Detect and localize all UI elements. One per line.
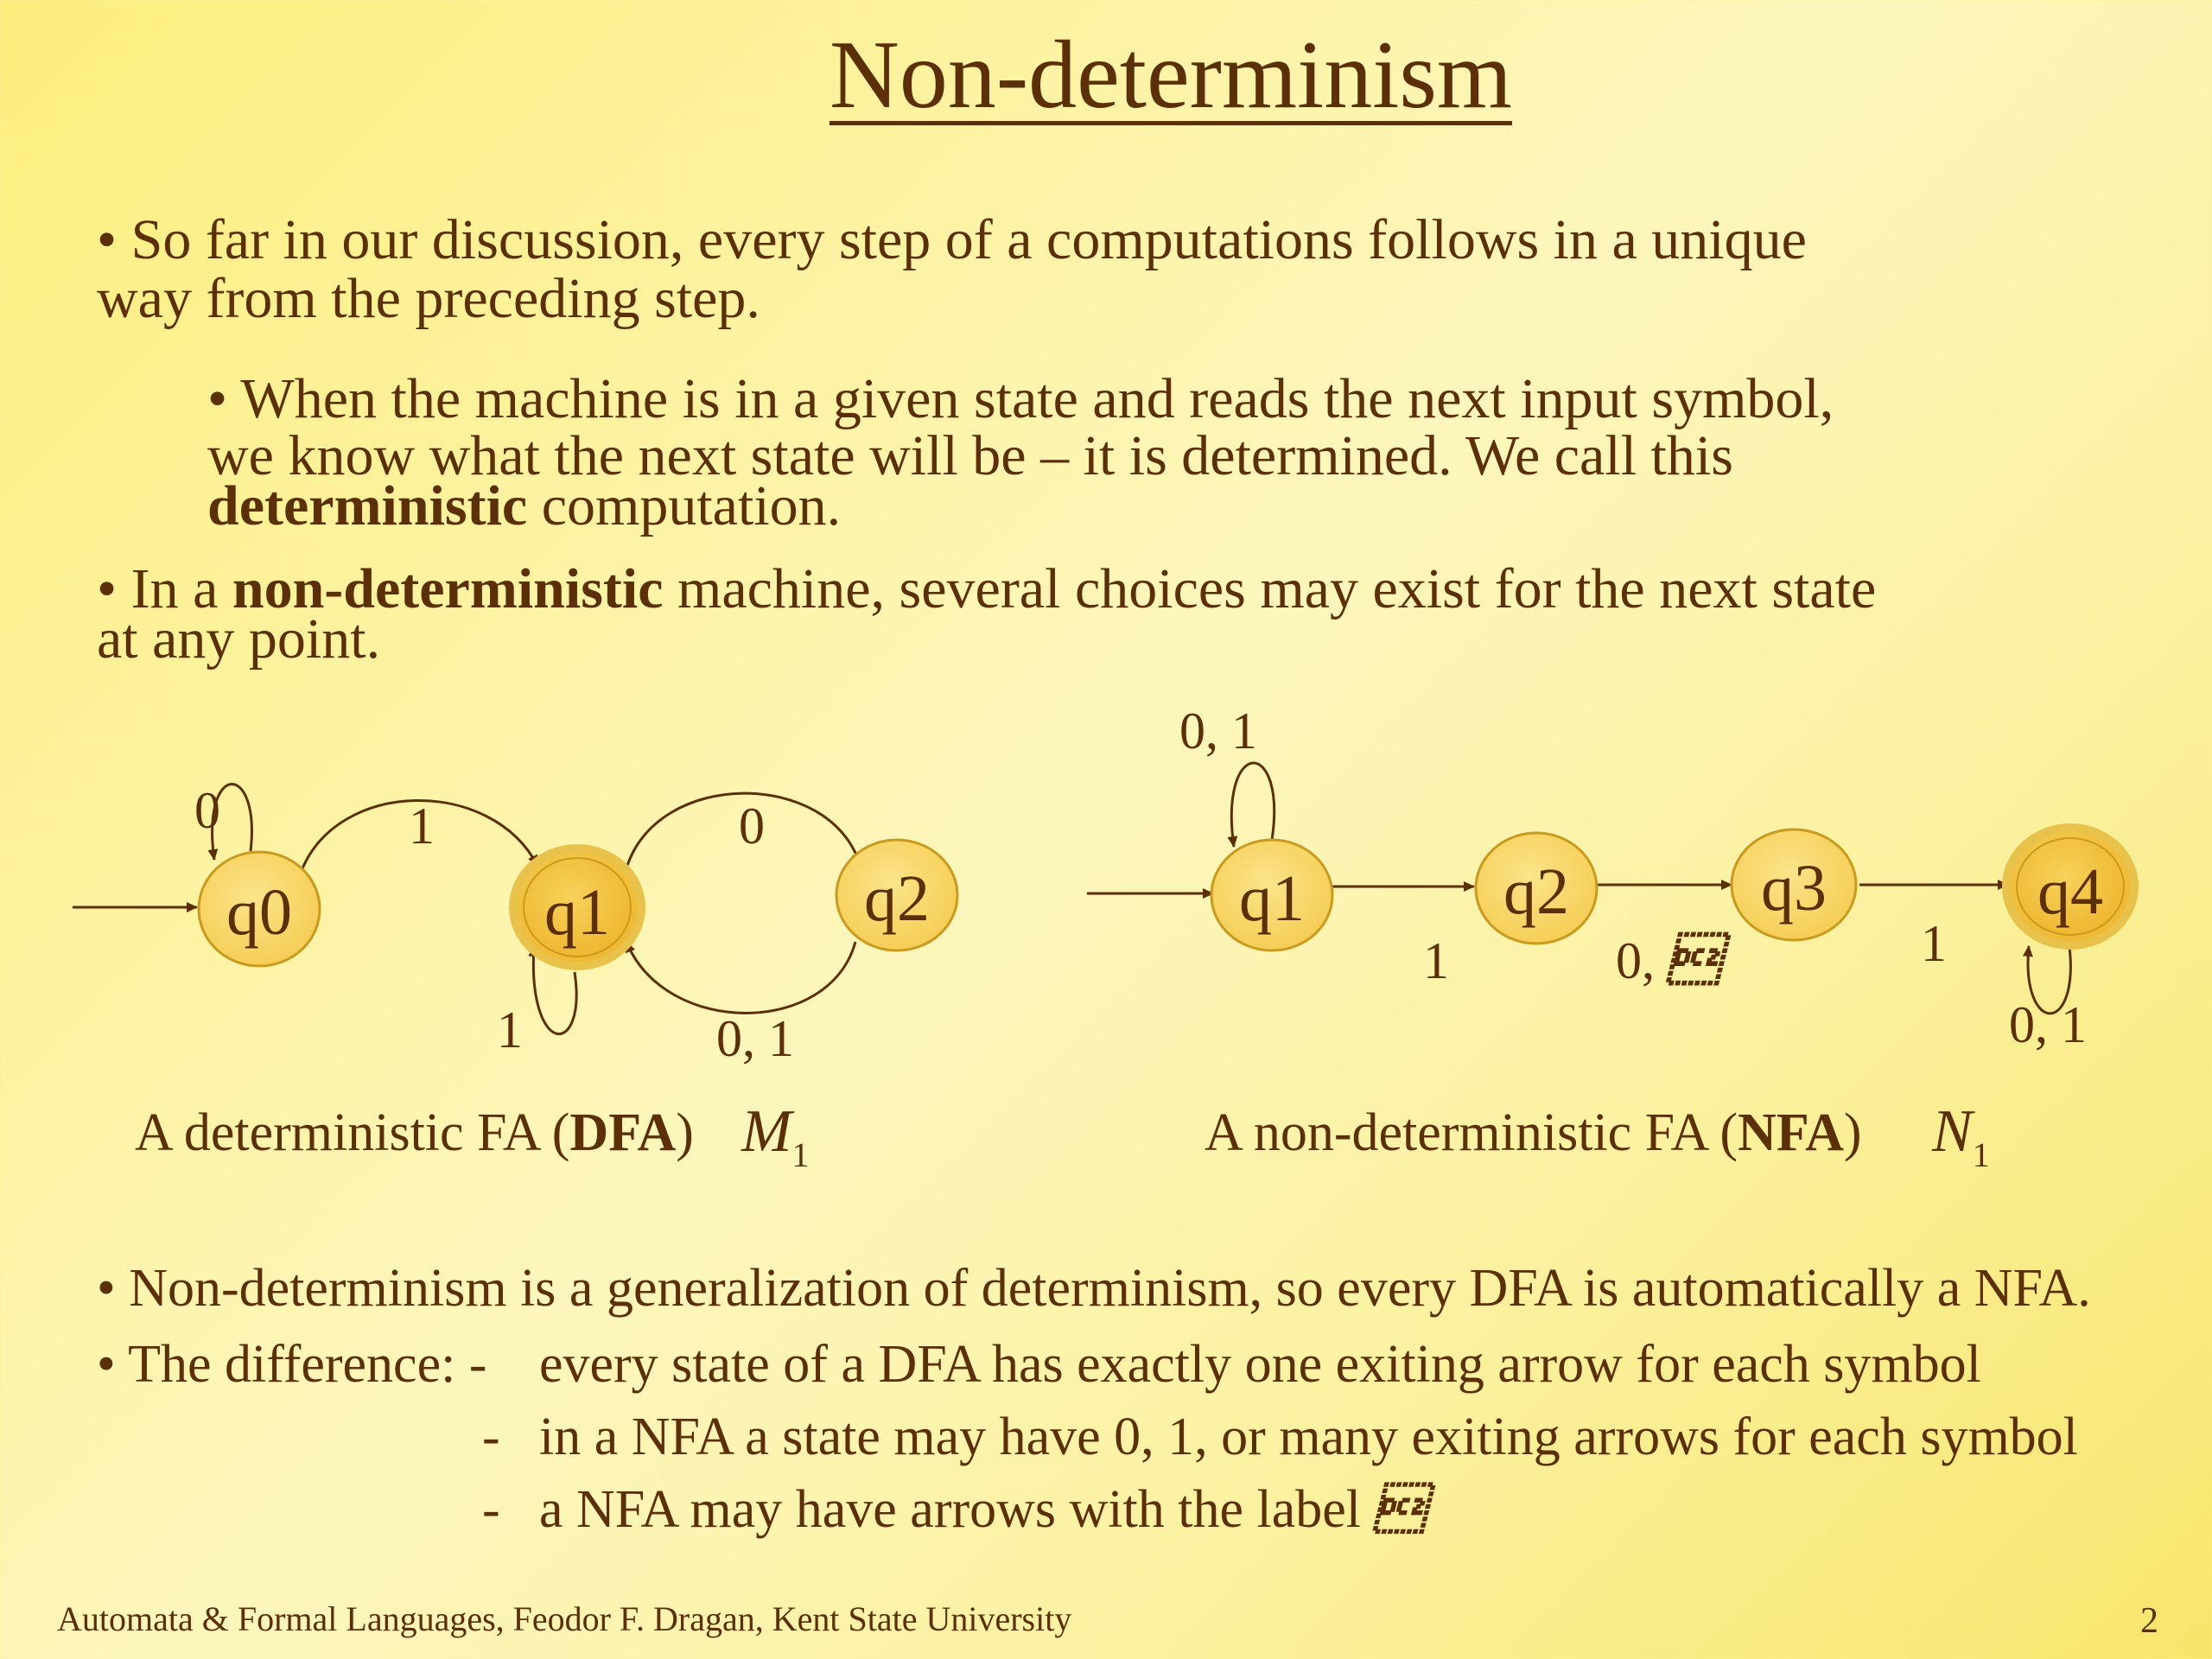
bullet-1-line-1: • So far in our discussion, every step o… [97, 208, 1807, 271]
sub-bullet-line-3: deterministic computation. [207, 477, 841, 536]
dfa-caption-pre: A deterministic FA ( [135, 1103, 570, 1162]
nfa-caption-pre: A non-deterministic FA ( [1205, 1103, 1738, 1162]
nfa-state-q4 [2016, 837, 2125, 936]
footer-credit: Automata & Formal Languages, Feodor F. D… [57, 1599, 1072, 1638]
dfa-machine-name: M1 [741, 1097, 809, 1175]
bullet-5-lead: • The difference: - [97, 1335, 487, 1394]
nfa-q4-self-loop [2022, 939, 2072, 1015]
nfa-label-epsilon-symbol:  [1665, 931, 1732, 989]
difference-item-1: every state of a DFA has exactly one exi… [539, 1335, 1981, 1394]
page-number: 2 [2140, 1601, 2158, 1641]
nfa-machine-name: N1 [1932, 1097, 1990, 1175]
nfa-state-q4-label: q4 [2037, 855, 2103, 928]
dfa-diagram: q0 q1 q2 0 1 0 1 0, 1 [73, 782, 959, 1067]
dfa-edge-q1-q2 [625, 791, 862, 869]
bullet-3-post: machine, several choices may exist for t… [663, 557, 1877, 620]
dfa-state-q1-label: q1 [544, 876, 610, 949]
dfa-edge-q2-q1 [625, 941, 857, 1014]
dfa-label-q1-loop: 1 [497, 1001, 523, 1058]
dfa-q0-self-loop [207, 783, 253, 861]
difference-item-3: a NFA may have arrows with the label  [539, 1479, 1424, 1541]
nfa-diagram: q1 q2 q3 q4 0, 1 1 0,  1 0, 1 [1087, 702, 2139, 1053]
nfa-machine-letter: N [1932, 1098, 1973, 1165]
dfa-caption-post: ) [676, 1103, 694, 1162]
sub-bullet-line-2: we know what the next state will be – it… [207, 424, 1733, 487]
dfa-machine-letter: M [741, 1098, 792, 1165]
dfa-state-q0 [197, 850, 321, 968]
nfa-label-q1-loop: 0, 1 [1179, 702, 1257, 760]
difference-item-2: in a NFA a state may have 0, 1, or many … [539, 1408, 2078, 1466]
nfa-caption-post: ) [1843, 1103, 1862, 1162]
nfa-label-q1-q2: 1 [1423, 932, 1449, 989]
nfa-label-q2-q3-pre: 0, [1616, 932, 1668, 989]
nfa-label-q2-q3: 0,  [1616, 931, 1732, 989]
nfa-state-q2 [1474, 831, 1599, 945]
epsilon-symbol:  [1374, 1482, 1425, 1538]
dfa-label-q0-loop: 0 [194, 782, 220, 839]
dfa-label-q2-q1: 0, 1 [716, 1010, 794, 1067]
nfa-state-q1-label: q1 [1239, 862, 1305, 935]
nfa-q1-self-loop [1227, 761, 1276, 848]
page-title: Non-determinism [0, 19, 2212, 131]
dfa-edge-q0-q1 [299, 799, 539, 874]
nfa-state-q1 [1210, 838, 1334, 952]
sub-bullet-line-3-rest: computation. [527, 474, 842, 537]
dfa-state-q2-label: q2 [864, 862, 930, 935]
bullet-3-line-1: • In a non-deterministic machine, severa… [97, 560, 1876, 619]
dfa-caption: A deterministic FA (DFA) [135, 1103, 694, 1164]
difference-dash-2: - [482, 1408, 500, 1466]
dfa-q1-self-loop [528, 945, 578, 1035]
nfa-caption-bold: NFA [1738, 1103, 1844, 1162]
difference-dash-3: - [482, 1480, 500, 1539]
dfa-label-q1-q2: 0 [739, 798, 765, 855]
bullet-1-line-2: way from the preceding step. [97, 267, 760, 330]
page-title-text: Non-determinism [829, 22, 1513, 129]
nfa-state-q3 [1730, 828, 1858, 942]
dfa-state-q0-label: q0 [226, 876, 292, 949]
dfa-state-q2 [835, 838, 959, 952]
sub-bullet-line-1: • When the machine is in a given state a… [207, 367, 1834, 430]
nfa-label-q3-q4: 1 [1921, 915, 1947, 972]
bullet-3-line-2: at any point. [97, 607, 381, 671]
dfa-state-q1 [523, 857, 632, 957]
bullet-4: • Non-determinism is a generalization of… [97, 1259, 2091, 1318]
nfa-machine-subscript: 1 [1972, 1135, 1990, 1174]
nfa-caption: A non-deterministic FA (NFA) [1205, 1103, 1862, 1164]
dfa-machine-subscript: 1 [791, 1135, 810, 1174]
difference-item-3-text: a NFA may have arrows with the label [539, 1480, 1375, 1539]
bullet-3-pre: • In a [97, 557, 232, 620]
dfa-label-q0-q1: 1 [409, 798, 435, 855]
nfa-state-q2-label: q2 [1503, 855, 1569, 928]
nfa-label-q4-loop: 0, 1 [2009, 996, 2087, 1053]
deterministic-term: deterministic [207, 474, 528, 537]
non-deterministic-term: non-deterministic [232, 557, 664, 620]
dfa-caption-bold: DFA [569, 1103, 677, 1162]
nfa-state-q3-label: q3 [1761, 852, 1827, 925]
